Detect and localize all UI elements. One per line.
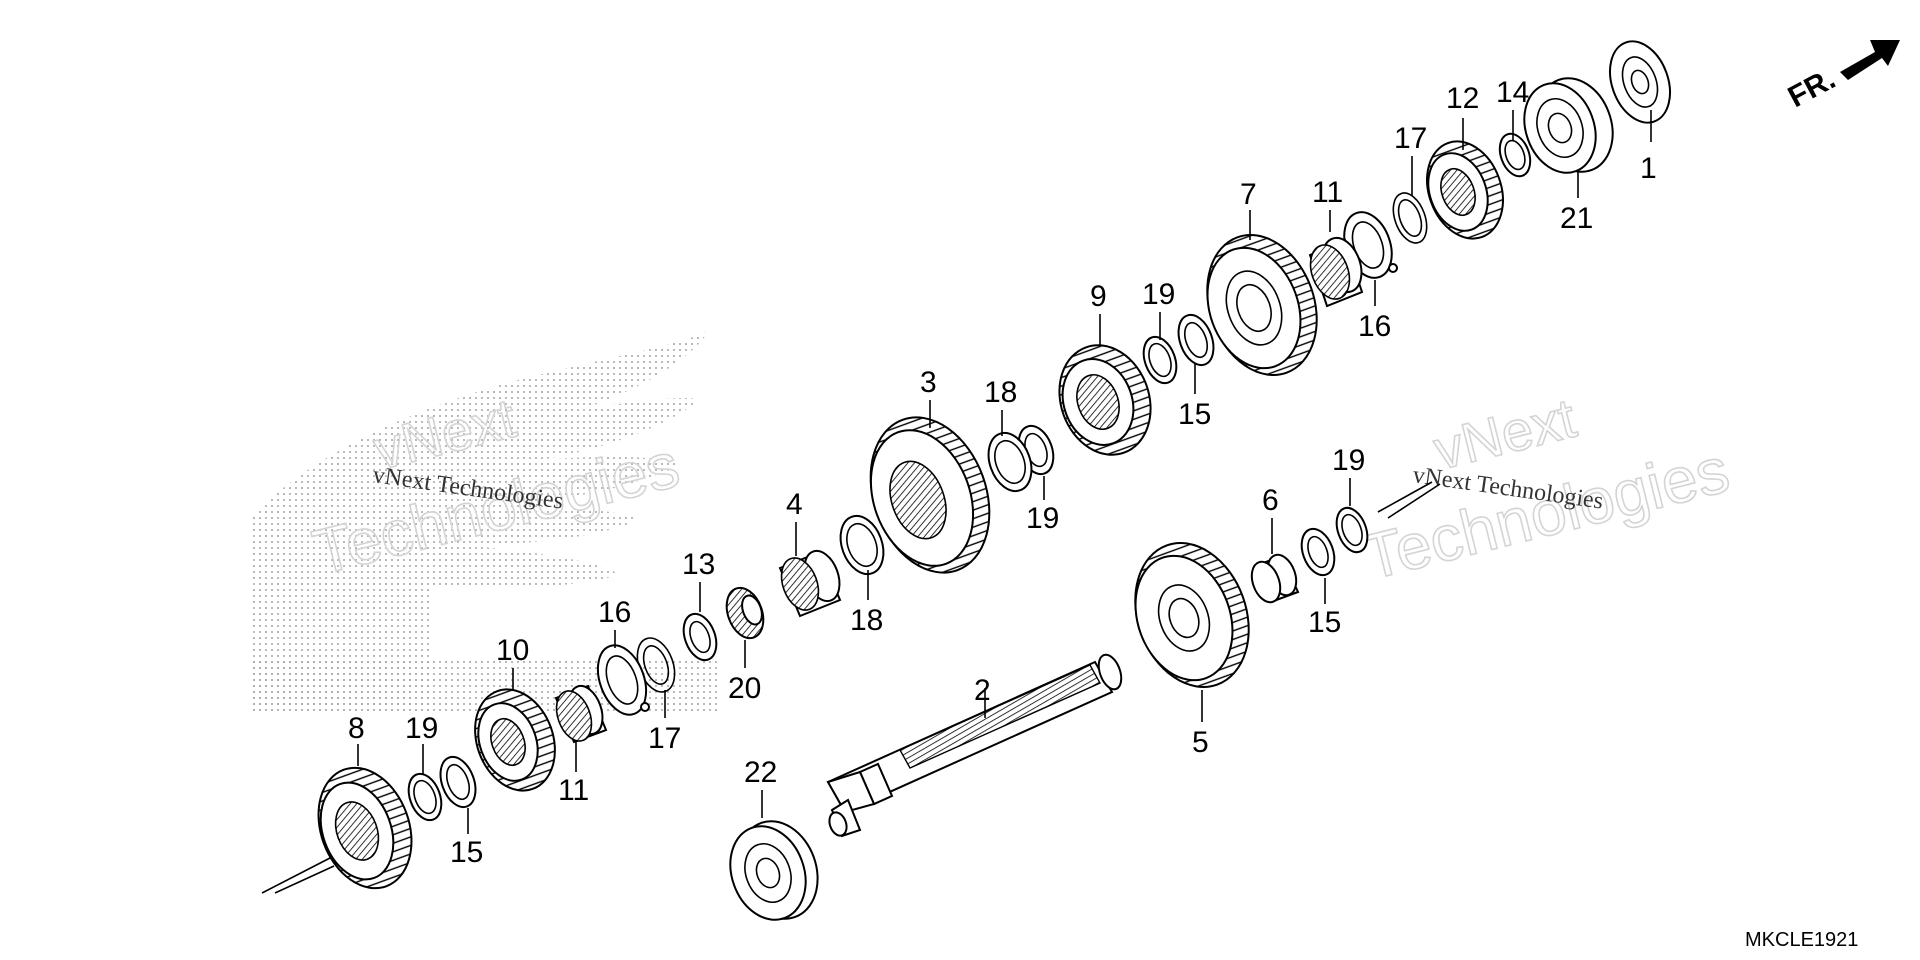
part-19-washer-lower: [407, 772, 443, 822]
callout-1: 1: [1640, 152, 1657, 185]
callout-12: 12: [1446, 82, 1479, 115]
callout-19-upper: 19: [1142, 278, 1175, 311]
part-19-washer-upper: [1142, 335, 1178, 385]
drawing-code: MKCLE1921: [1745, 929, 1858, 951]
callout-8: 8: [348, 712, 365, 745]
part-18-thrust-washer-upper: [987, 431, 1033, 493]
callout-2: 2: [974, 674, 991, 707]
callout-7: 7: [1240, 178, 1257, 211]
callout-20: 20: [728, 672, 761, 705]
front-direction-indicator: FR.: [1783, 40, 1900, 114]
part-22-ball-bearing: [729, 820, 819, 921]
part-17-circlip-upper: [1392, 192, 1428, 244]
callout-15-lower: 15: [450, 836, 483, 869]
part-6-bushing: [1250, 553, 1300, 604]
part-14-washer: [1498, 132, 1532, 178]
part-20-needle-bearing: [725, 586, 765, 640]
callout-19-middle: 19: [1026, 502, 1059, 535]
part-18-thrust-washer-lower: [839, 514, 885, 576]
leader-lines: [357, 110, 1652, 834]
callout-21: 21: [1560, 202, 1593, 235]
callout-17-lower: 17: [648, 722, 681, 755]
callout-19-right: 19: [1332, 444, 1365, 477]
callout-14: 14: [1496, 76, 1529, 109]
part-15-thrust-washer-upper: [1177, 313, 1215, 367]
callout-5: 5: [1192, 726, 1209, 759]
callout-17-upper: 17: [1394, 122, 1427, 155]
callout-18-upper: 18: [984, 376, 1017, 409]
callout-labels: 1 2 3 4 5 6 7 8 9 10 11 11 12 13 14 15 1…: [348, 76, 1657, 869]
callout-9: 9: [1090, 280, 1107, 313]
part-11-bushing-lower: [554, 684, 608, 744]
watermark-right-line2: Technologies: [1356, 433, 1736, 593]
callout-11-lower: 11: [558, 774, 589, 807]
part-8-gear: [317, 766, 413, 890]
callout-10: 10: [496, 634, 529, 667]
part-12-gear: [1426, 140, 1504, 240]
part-3-gear: [869, 416, 991, 574]
part-19-washer-right: [1335, 506, 1369, 554]
part-11-bushing-upper: [1308, 236, 1364, 308]
part-8-pointer-arrows: [261, 857, 335, 894]
part-2-shaft: [826, 653, 1123, 838]
callout-11-upper: 11: [1312, 176, 1343, 209]
callout-15-right: 15: [1308, 606, 1341, 639]
callout-15-upper: 15: [1178, 398, 1211, 431]
callout-19-lower: 19: [405, 712, 438, 745]
callout-13: 13: [682, 548, 715, 581]
callout-4: 4: [786, 488, 803, 521]
part-5-gear: [1134, 542, 1250, 688]
callout-18-lower: 18: [850, 604, 883, 637]
part-4-bushing: [778, 549, 842, 618]
part-9-gear: [1058, 344, 1152, 456]
callout-22: 22: [744, 756, 777, 789]
shaft-continuation-arrows: [1377, 481, 1441, 519]
callout-16-lower: 16: [598, 596, 631, 629]
part-1-oil-seal: [1609, 40, 1671, 124]
part-7-gear: [1206, 234, 1318, 376]
callout-16-upper: 16: [1358, 310, 1391, 343]
callout-6: 6: [1262, 484, 1279, 517]
part-16-lock-washer-lower: [596, 644, 650, 716]
front-direction-label: FR.: [1783, 62, 1841, 114]
part-21-ball-bearing: [1523, 77, 1614, 174]
part-13-washer: [682, 612, 718, 662]
part-15-thrust-washer-right: [1300, 527, 1336, 577]
callout-3: 3: [920, 366, 937, 399]
part-10-gear: [474, 688, 556, 792]
part-15-thrust-washer-lower: [439, 755, 477, 809]
